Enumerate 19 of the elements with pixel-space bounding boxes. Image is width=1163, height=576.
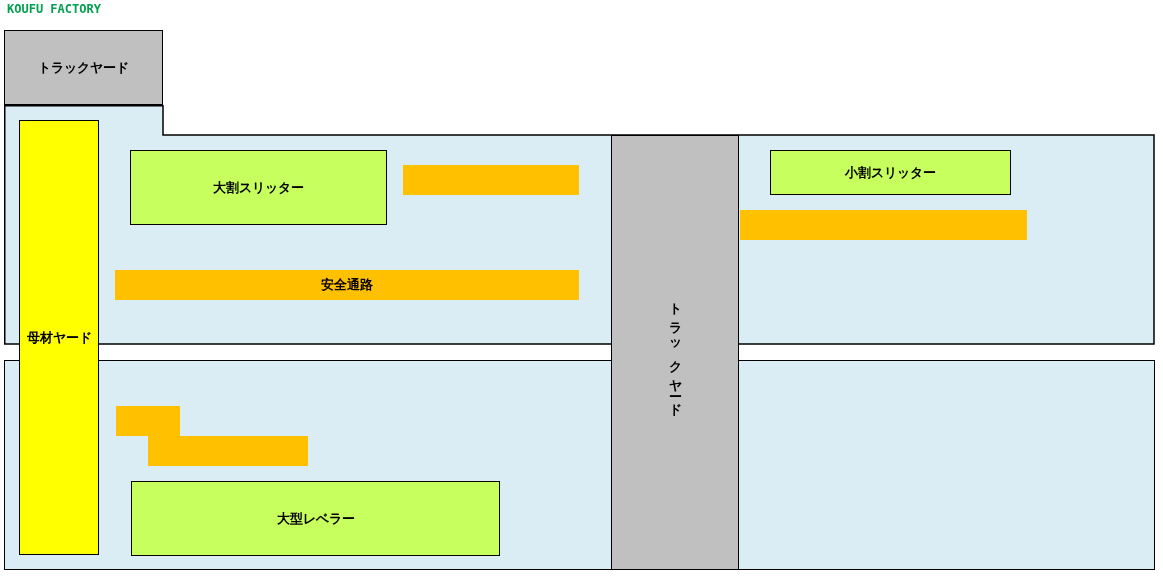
- area-label: 大型レベラー: [276, 509, 355, 528]
- walkway-bar: [148, 436, 308, 466]
- area-label: トラックヤード: [38, 58, 129, 77]
- walkway-bar: [115, 270, 579, 300]
- area-label: 小割スリッター: [845, 163, 936, 182]
- area-label: トラックヤード: [667, 293, 684, 412]
- truck-yard-area: [611, 135, 739, 570]
- machine-area: [770, 150, 1011, 195]
- machine-area: [130, 150, 387, 225]
- area-label: 大割スリッター: [213, 178, 304, 197]
- machine-area: [131, 481, 500, 556]
- walkway-bar: [403, 165, 579, 195]
- walkway-bar: [740, 210, 1027, 240]
- truck-yard-area: [4, 30, 163, 105]
- material-yard-area: [19, 120, 99, 555]
- walkway-bar: [116, 406, 180, 436]
- area-label: 安全通路: [321, 276, 373, 294]
- area-label: 母材ヤード: [26, 328, 92, 347]
- plan-title: KOUFU FACTORY: [7, 2, 101, 16]
